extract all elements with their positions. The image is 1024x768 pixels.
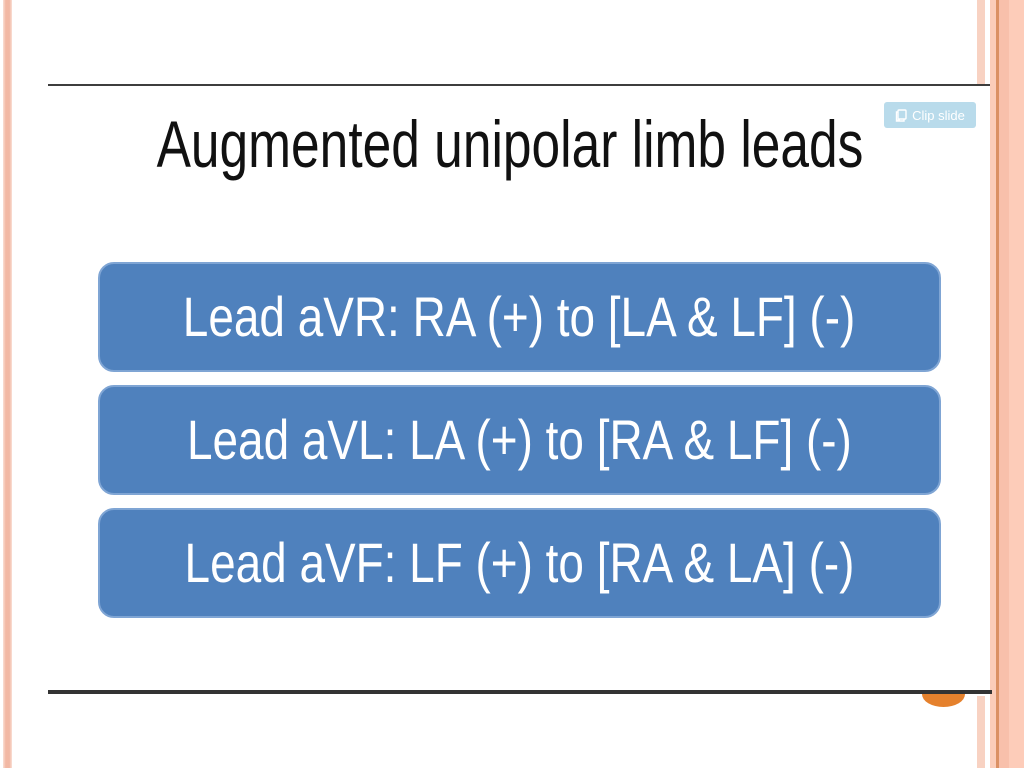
lead-avr-label: Lead aVR: RA (+) to [LA & LF] (-) <box>183 285 856 348</box>
clipboard-plus-icon <box>895 108 907 122</box>
lead-avl-label: Lead aVL: LA (+) to [RA & LF] (-) <box>187 408 852 471</box>
right-thin-stripe-top <box>977 0 985 84</box>
right-thin-stripe-bottom <box>977 696 985 768</box>
lead-avf-box: Lead aVF: LF (+) to [RA & LA] (-) <box>98 508 941 618</box>
slide-title: Augmented unipolar limb leads <box>156 107 864 181</box>
slide-bottom-rule <box>48 690 992 694</box>
clip-slide-label: Clip slide <box>912 107 965 123</box>
lead-avr-box: Lead aVR: RA (+) to [LA & LF] (-) <box>98 262 941 372</box>
lead-avf-label: Lead aVF: LF (+) to [RA & LA] (-) <box>184 531 855 594</box>
lead-avl-box: Lead aVL: LA (+) to [RA & LF] (-) <box>98 385 941 495</box>
slide-top-rule <box>48 84 990 86</box>
right-margin-band <box>990 0 1024 768</box>
left-margin-stripe <box>3 0 12 768</box>
orange-nav-bullet <box>922 694 965 707</box>
clip-slide-button[interactable]: Clip slide <box>884 102 976 128</box>
